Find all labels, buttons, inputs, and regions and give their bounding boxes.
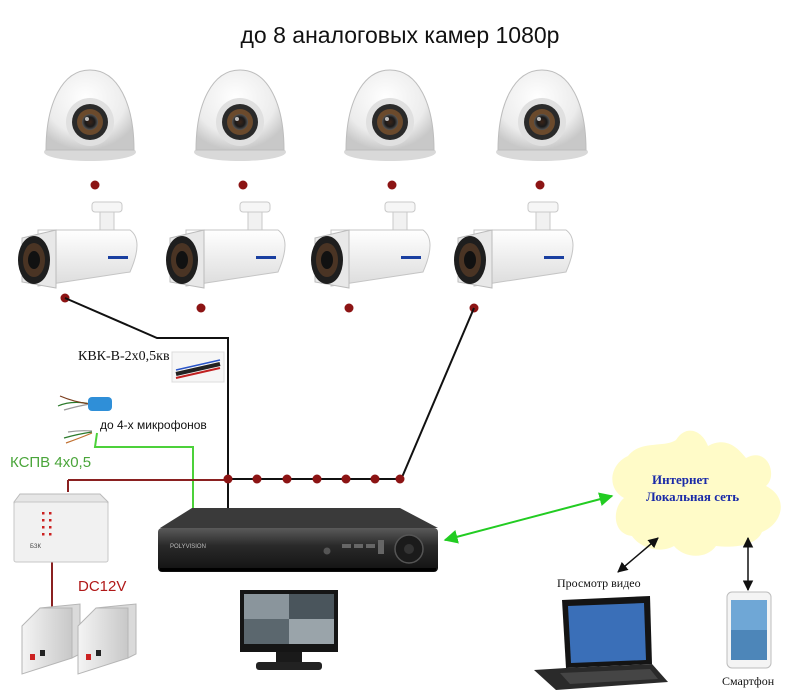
bullet-camera-icon [17, 201, 138, 289]
laptop-caption: Просмотр видео [557, 576, 641, 590]
dvr-brand: POLYVISION [170, 544, 206, 550]
camera-cable-label: КВК-В-2х0,5кв [78, 349, 170, 364]
bullet-camera-icon [310, 201, 431, 289]
dome-cameras [43, 69, 589, 190]
network-link-arrow [443, 492, 614, 544]
coax-cable-icon [171, 351, 225, 383]
camera-cable-right [399, 307, 475, 483]
power-label: DC12V [78, 578, 127, 595]
cloud-lan-label: Локальная сеть [646, 489, 740, 504]
connector-dot [387, 180, 397, 190]
cloud-internet-label: Интернет [652, 472, 709, 487]
microphones-label: до 4-х микрофонов [100, 418, 207, 432]
connector-dot [238, 180, 248, 190]
phone-caption: Смартфон [722, 674, 775, 688]
dome-camera-icon [495, 69, 589, 162]
dvr-icon: POLYVISION [158, 508, 438, 572]
connector-dot [90, 180, 100, 190]
connector-dot [344, 303, 354, 313]
connector-dot [196, 303, 206, 313]
bus-connectors [223, 474, 405, 484]
laptop-icon [534, 596, 668, 690]
bullet-camera-icon [165, 201, 286, 289]
dome-camera-icon [43, 69, 137, 162]
mic-cable-label: КСПВ 4х0,5 [10, 454, 92, 471]
bullet-cameras [17, 201, 574, 313]
power-box-label: БЗК [30, 544, 41, 550]
power-module: БЗК [13, 493, 109, 563]
microphone-icon [57, 395, 112, 444]
microphone-cable [93, 432, 194, 512]
power-supply-icon [21, 603, 137, 675]
diagram-title: до 8 аналоговых камер 1080р [240, 22, 560, 48]
monitor-icon [240, 590, 338, 670]
connector-dot [535, 180, 545, 190]
bullet-camera-icon [453, 201, 574, 289]
smartphone-icon [726, 591, 772, 669]
dome-camera-icon [193, 69, 287, 162]
network-cloud [612, 430, 781, 556]
dome-camera-icon [343, 69, 437, 162]
laptop-link-arrow [617, 537, 659, 573]
camera-cable-left [64, 297, 229, 510]
